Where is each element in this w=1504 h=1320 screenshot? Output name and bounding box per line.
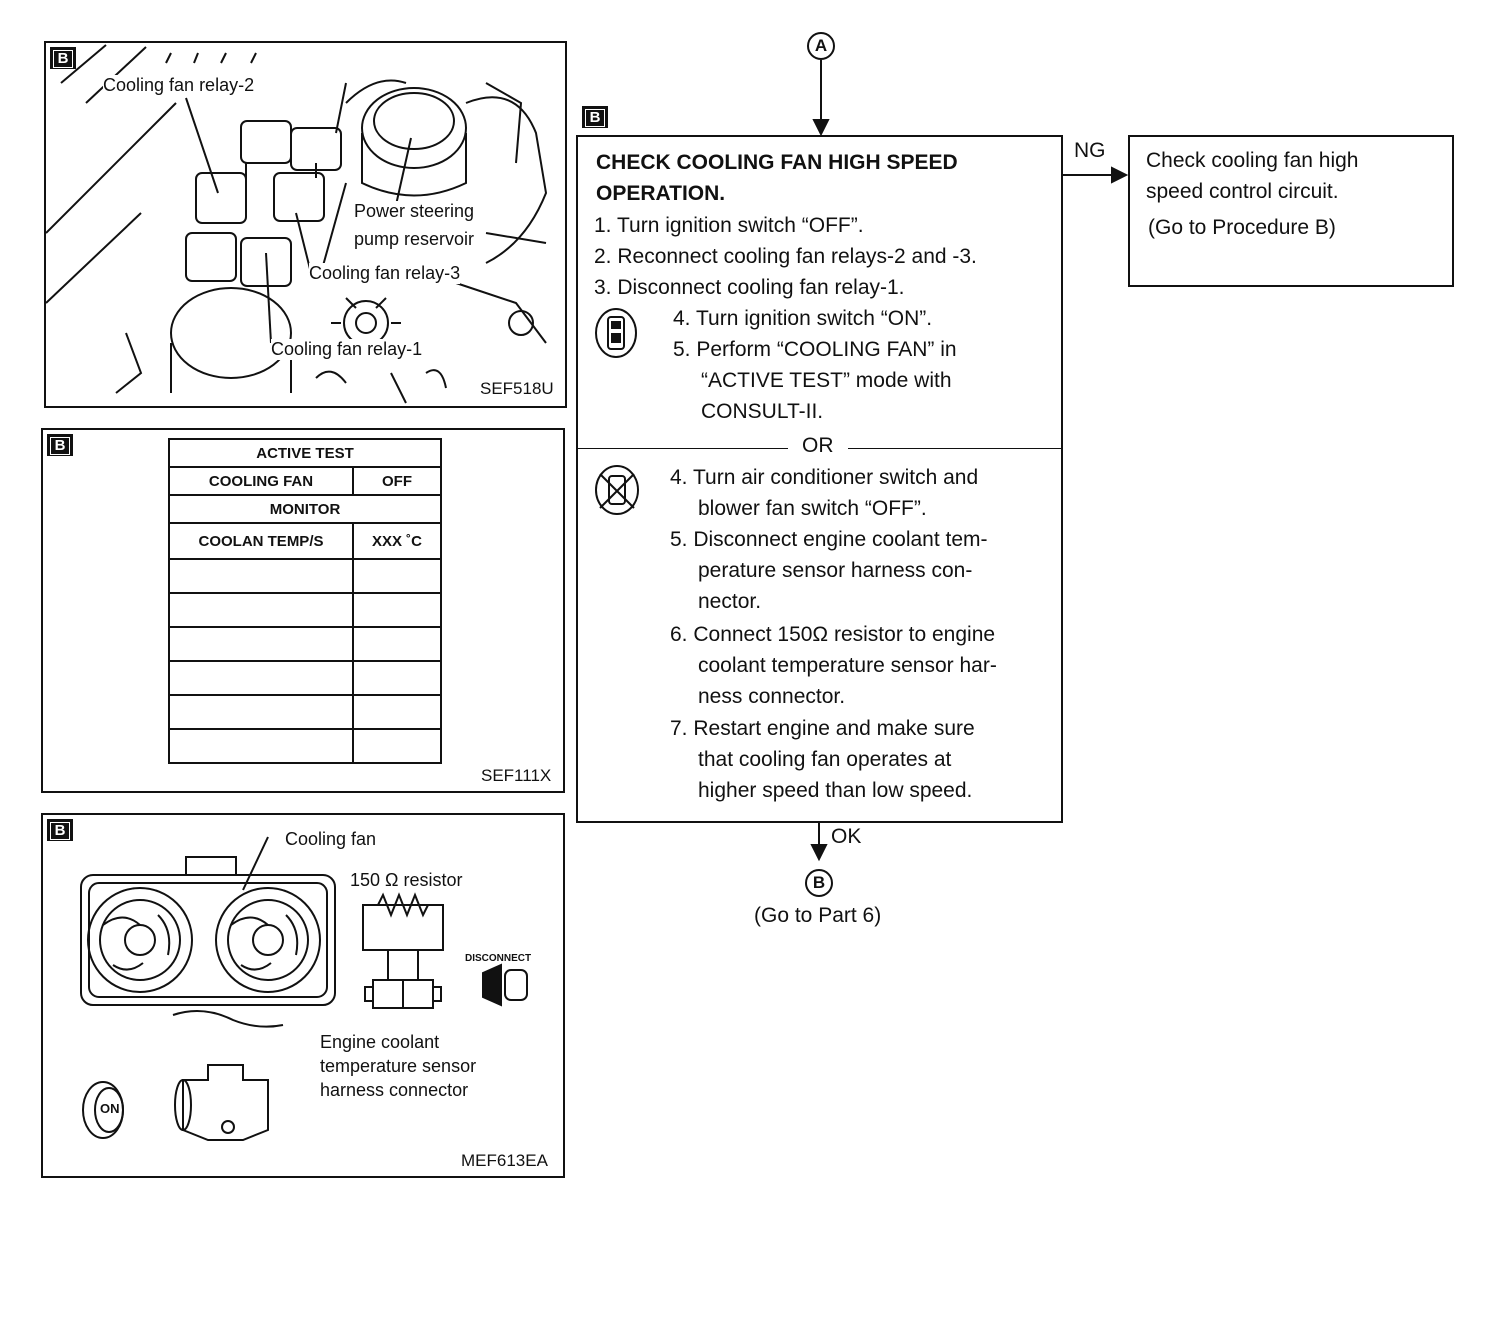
label-cooling-fan: Cooling fan <box>285 829 377 849</box>
step-5-manual: 5. Disconnect engine coolant tem- <box>670 528 988 551</box>
ng-line-1: Check cooling fan high <box>1146 149 1359 172</box>
procedure-b-badge: B <box>582 106 608 128</box>
step-4-consult: 4. Turn ignition switch “ON”. <box>673 307 933 330</box>
ignition-on-icon: ON <box>100 1101 120 1116</box>
consult-icon <box>595 308 637 358</box>
step-6-manual-cont: ness connector. <box>698 685 846 708</box>
label-harness-connector: harness connector <box>320 1080 469 1100</box>
table-row <box>168 694 442 730</box>
table-row <box>168 660 442 696</box>
table-row <box>168 558 442 594</box>
table-cell-coolant-temp: COOLAN TEMP/S <box>168 522 354 560</box>
step-7-manual: 7. Restart engine and make sure <box>670 717 975 740</box>
table-row <box>168 728 442 764</box>
label-engine-coolant: Engine coolant <box>320 1032 440 1052</box>
step-7-manual-cont: that cooling fan operates at <box>698 748 952 771</box>
ng-label: NG <box>1074 139 1106 162</box>
figure-code: MEF613EA <box>461 1151 548 1170</box>
label-cooling-fan-relay-3: Cooling fan relay-3 <box>309 263 461 284</box>
label-cooling-fan-relay-2: Cooling fan relay-2 <box>103 75 255 96</box>
ok-label: OK <box>831 825 862 848</box>
procedure-b-badge: B <box>50 47 76 69</box>
step-5-consult: 5. Perform “COOLING FAN” in <box>673 338 957 361</box>
step-6-manual: 6. Connect 150Ω resistor to engine <box>670 623 996 646</box>
label-disconnect: DISCONNECT <box>465 953 532 964</box>
figure-code: SEF111X <box>481 766 552 785</box>
label-power-steering: Power steering <box>354 201 475 222</box>
check-step-box: CHECK COOLING FAN HIGH SPEED OPERATION. … <box>576 135 1063 823</box>
table-cell-off: OFF <box>352 466 442 496</box>
step-title: CHECK COOLING FAN HIGH SPEED OPERATION. <box>596 151 958 205</box>
step-5-consult-cont: CONSULT-II. <box>701 400 824 423</box>
ng-result-box: Check cooling fan high speed control cir… <box>1128 135 1454 287</box>
label-pump-reservoir: pump reservoir <box>354 229 475 250</box>
table-row <box>168 592 442 628</box>
table-header-monitor: MONITOR <box>168 494 442 524</box>
table-cell-cooling-fan: COOLING FAN <box>168 466 354 496</box>
step-1: 1. Turn ignition switch “OFF”. <box>594 214 864 237</box>
step-5-manual-cont: perature sensor harness con- <box>698 559 973 582</box>
figure-code: SEF518U <box>480 379 554 398</box>
table-header-active-test: ACTIVE TEST <box>168 438 442 468</box>
label-cooling-fan-relay-1: Cooling fan relay-1 <box>271 339 423 360</box>
step-5-consult-cont: “ACTIVE TEST” mode with <box>701 369 952 392</box>
step-4-manual-cont: blower fan switch “OFF”. <box>698 497 927 520</box>
ng-line-2: speed control circuit. <box>1146 180 1339 203</box>
procedure-b-badge: B <box>47 819 73 841</box>
active-test-table: ACTIVE TEST COOLING FAN OFF MONITOR COOL… <box>168 438 442 764</box>
connector-a: A <box>807 32 835 60</box>
or-label: OR <box>788 434 848 458</box>
label-temperature-sensor: temperature sensor <box>320 1056 477 1076</box>
table-cell-temp-value: XXX ˚C <box>352 522 442 560</box>
step-7-manual-cont: higher speed than low speed. <box>698 779 973 802</box>
step-2: 2. Reconnect cooling fan relays-2 and -3… <box>594 245 977 268</box>
no-tools-icon <box>595 465 639 515</box>
go-to-part-6: (Go to Part 6) <box>754 904 882 927</box>
table-row <box>168 626 442 662</box>
step-6-manual-cont: coolant temperature sensor har- <box>698 654 997 677</box>
engine-bay-figure: B Cooling fan relay-2 Power steering pum… <box>44 41 567 408</box>
ng-line-3: (Go to Procedure B) <box>1148 216 1336 239</box>
relay-illustration <box>46 44 548 404</box>
procedure-b-badge: B <box>47 434 73 456</box>
step-5-manual-cont: nector. <box>698 590 762 613</box>
resistor-connection-figure: B Cooling fan 150 Ω resistor DISCONNECT … <box>41 813 565 1178</box>
label-150-ohm-resistor: 150 Ω resistor <box>350 870 463 890</box>
connector-b: B <box>805 869 833 897</box>
step-3: 3. Disconnect cooling fan relay-1. <box>594 276 905 299</box>
cooling-fan-illustration <box>80 836 528 1141</box>
step-4-manual: 4. Turn air conditioner switch and <box>670 466 979 489</box>
